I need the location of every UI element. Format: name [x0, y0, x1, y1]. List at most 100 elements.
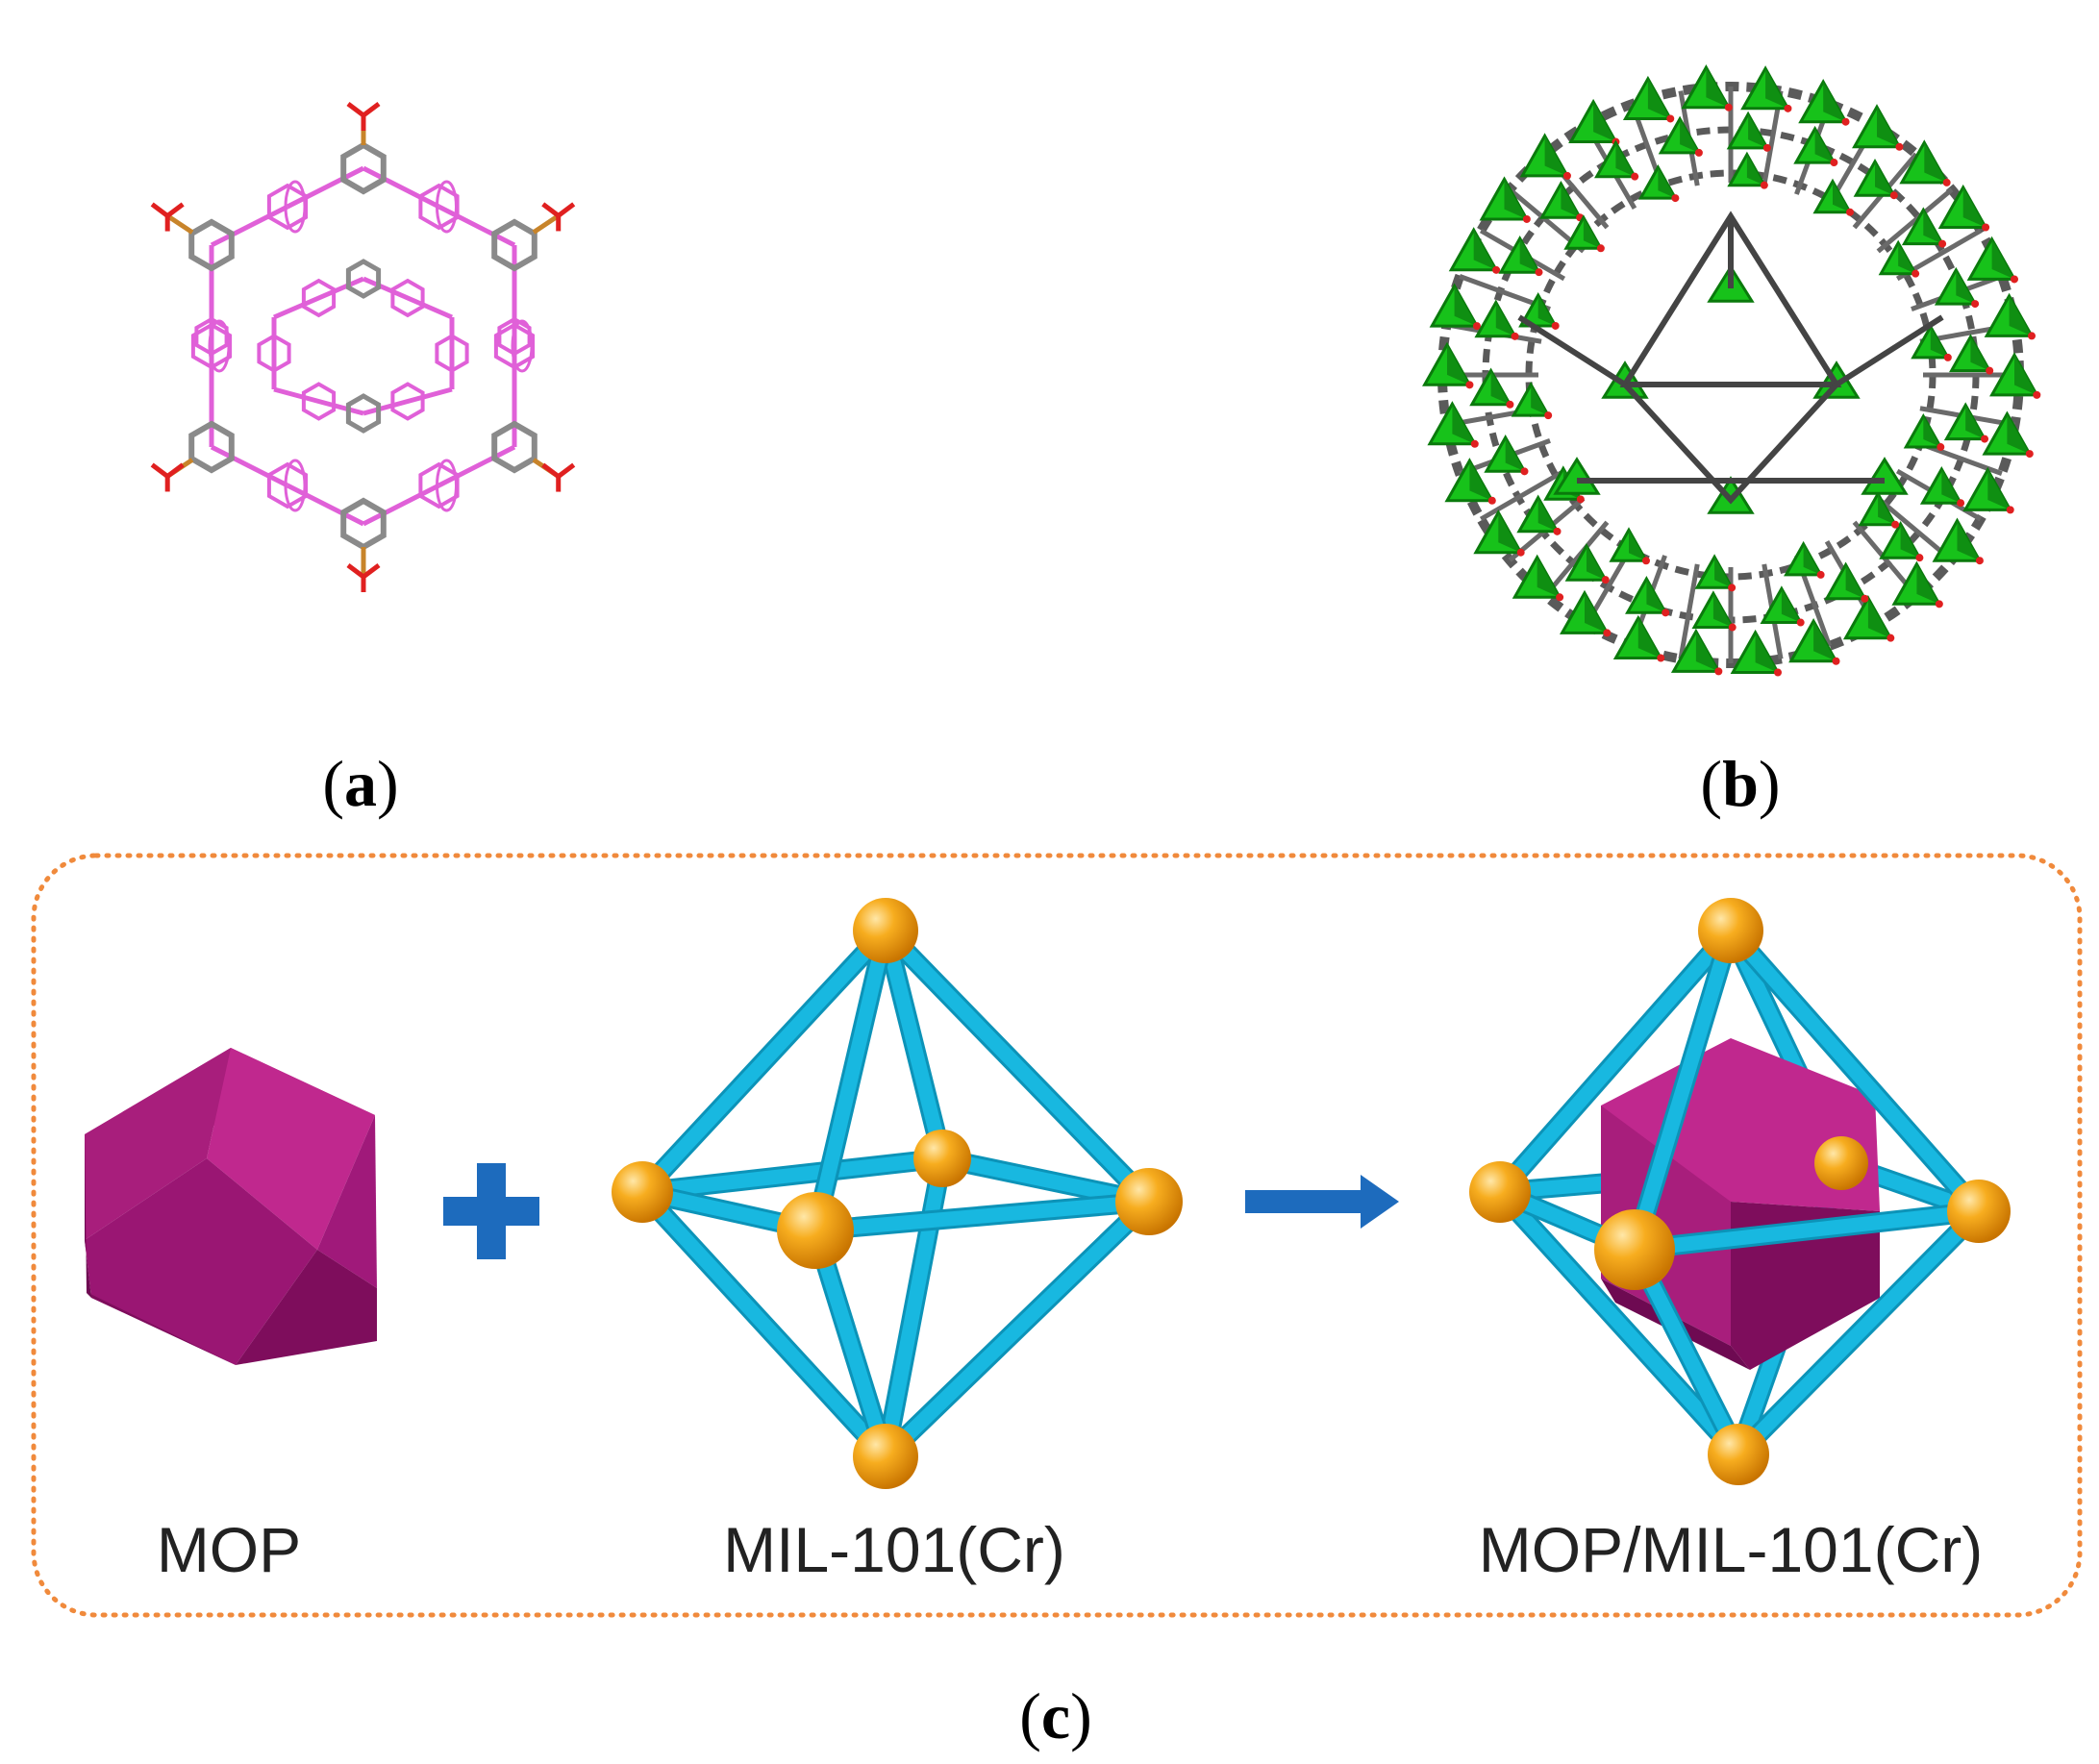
mil-101-octahedron: [612, 898, 1183, 1489]
oxygen-atom: [1544, 411, 1553, 420]
rod-edge-core: [1731, 1204, 1987, 1462]
rod-edge-core: [635, 1184, 893, 1464]
oxygen-bond: [557, 462, 576, 479]
oxygen-atom: [1724, 103, 1733, 112]
oxygen-atom: [1641, 557, 1650, 565]
rod-edge-core: [1492, 923, 1738, 1200]
caption-mop-mil-101: MOP/MIL-101(Cr): [1479, 1514, 1983, 1585]
metal-cluster-shade: [1447, 344, 1470, 385]
rod-edge-core: [1627, 1204, 1987, 1257]
oxygen-atom: [1760, 181, 1768, 189]
panel-label-b: (b): [1700, 747, 1780, 820]
metal-cluster-shade: [1823, 82, 1846, 122]
oxygen-atom: [1935, 600, 1943, 609]
benzene-node: [491, 420, 537, 474]
oxygen-atom: [1657, 654, 1665, 662]
mop-molecule-structure: [150, 102, 576, 592]
metal-cluster-shade: [1746, 154, 1764, 186]
metal-cluster-shade: [1637, 617, 1662, 658]
oxygen-atom: [1601, 576, 1610, 584]
framework-strut: [1876, 187, 1954, 254]
oxygen-bond: [362, 102, 381, 117]
rod-edge-core: [1723, 923, 1987, 1219]
metal-cluster-shade: [1454, 286, 1477, 327]
metal-cluster-shade: [1748, 113, 1767, 148]
inner-benzene-node: [345, 259, 382, 299]
oxygen-bond: [150, 462, 169, 479]
oxygen-atom: [1971, 300, 1980, 309]
octahedron-rods-back: [632, 920, 1160, 1467]
metal-node: [853, 1424, 918, 1489]
metal-cluster-shade: [1941, 469, 1962, 504]
oxygen-atom: [1938, 239, 1947, 248]
rod-edge-core: [808, 923, 893, 1238]
linker-bond: [210, 444, 289, 488]
metal-cluster-shade: [1957, 520, 1980, 561]
rod-edge-core: [878, 923, 950, 1166]
metal-cluster-shade: [1781, 588, 1801, 623]
metal-cluster-shade: [1452, 404, 1475, 444]
metal-cluster-shade: [1898, 242, 1916, 274]
oxygen-atom: [1596, 244, 1605, 253]
linker-bond: [286, 483, 365, 527]
oxygen-atom: [1891, 520, 1900, 529]
oxygen-atom: [1553, 527, 1562, 535]
metal-cluster-shade: [1531, 385, 1549, 416]
metal-cluster-shade: [1833, 181, 1850, 212]
linker-ring-side: [284, 180, 307, 234]
oxygen-atom: [1841, 117, 1850, 126]
metal-cluster-shade: [1923, 416, 1941, 447]
oxygen-atom: [2006, 506, 2014, 514]
oxygen-atom: [1887, 634, 1895, 642]
mop-mil-101-composite: [1469, 898, 2011, 1485]
metal-cluster-shade: [1803, 543, 1821, 575]
metal-cluster-shade: [1680, 118, 1699, 153]
oxygen-atom: [1816, 570, 1825, 579]
oxygen-atom: [1666, 114, 1675, 123]
oxygen-atom: [1694, 148, 1703, 157]
metal-node: [612, 1161, 673, 1223]
rod-edge-core: [878, 923, 1157, 1209]
oxygen-atom: [1465, 381, 1474, 389]
oxygen-atom: [1861, 594, 1869, 603]
rod-edge-core: [635, 923, 893, 1200]
oxygen-atom: [1551, 321, 1560, 330]
metal-cluster-shade: [1473, 230, 1497, 270]
oxygen-atom: [1773, 668, 1782, 677]
panel-c-frame: [31, 853, 2083, 1618]
side-linker-ring: [497, 316, 532, 357]
oxygen-atom: [1728, 623, 1737, 632]
metal-cluster-shade: [1593, 101, 1616, 142]
oxygen-atom: [1981, 435, 1989, 443]
oxygen-bond: [150, 202, 169, 218]
oxygen-atom: [1472, 322, 1481, 331]
metal-cluster-shade: [1813, 621, 1837, 661]
oxygen-atom: [1784, 104, 1792, 112]
oxygen-atom: [1520, 467, 1529, 476]
metal-cluster-shade: [1561, 184, 1581, 218]
panel-label-a: (a): [322, 747, 398, 820]
inner-metal-cluster: [1861, 457, 1909, 495]
linker-ring-side: [284, 459, 307, 512]
oxygen-bond: [165, 462, 185, 479]
oxygen-atom: [1714, 667, 1723, 676]
metal-node: [853, 898, 918, 963]
metal-cluster-shade: [2007, 413, 2030, 455]
metal-cluster-shade: [1585, 592, 1608, 634]
metal-cluster-shade: [1965, 405, 1985, 439]
oxygen-atom: [1662, 609, 1670, 617]
linker-bond: [286, 165, 365, 210]
oxygen-atom: [1943, 353, 1952, 361]
inner-linker-ring: [390, 382, 425, 421]
metal-cluster-shade: [1930, 326, 1948, 358]
oxygen-bond: [346, 102, 365, 117]
oxygen-atom: [1487, 496, 1496, 505]
mil-101-framework-structure: [1422, 64, 2041, 677]
metal-node: [777, 1192, 854, 1269]
metal-cluster-shade: [1505, 437, 1525, 472]
carboxylate-bond: [532, 213, 561, 235]
mop-polyhedron: [85, 1048, 377, 1365]
metal-cluster-shade: [1991, 238, 2014, 280]
side-linker-ring: [194, 316, 229, 357]
